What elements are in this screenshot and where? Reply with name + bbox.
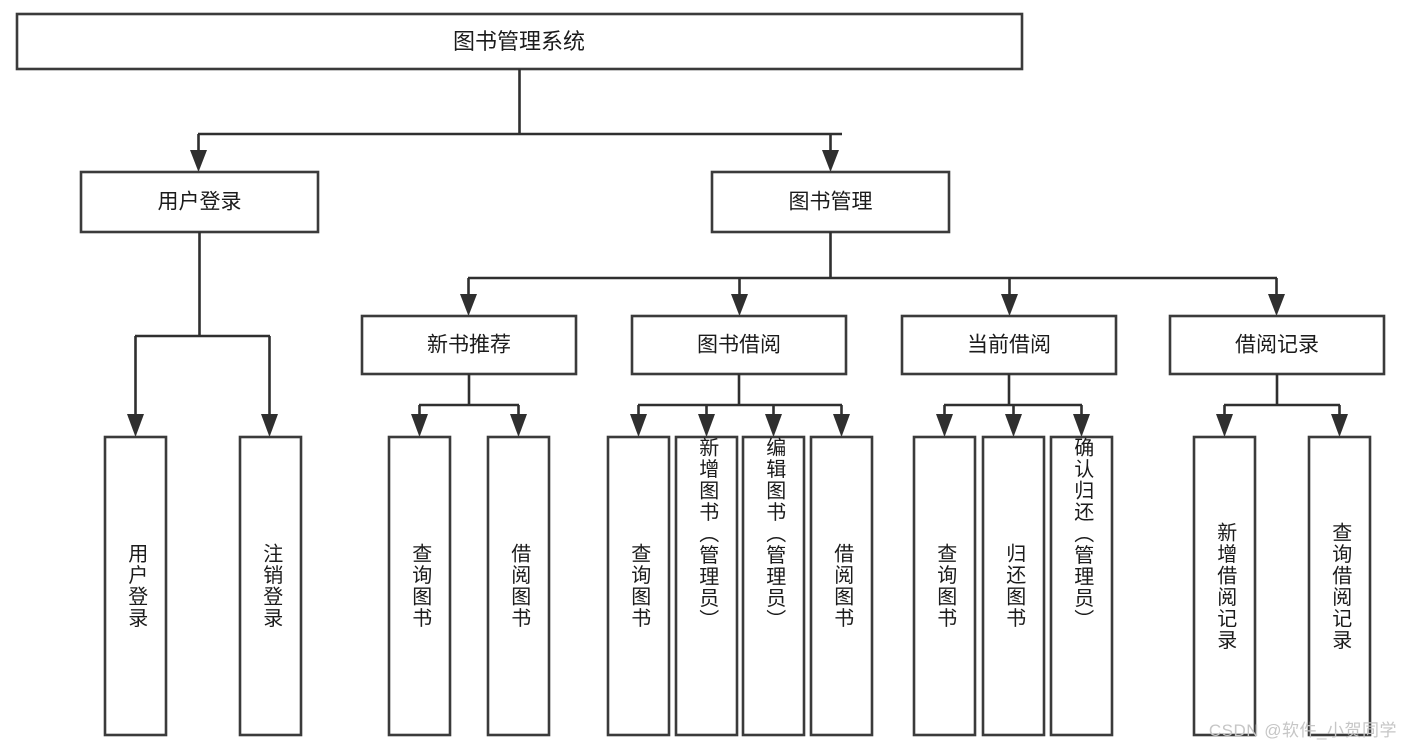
arrowhead-ul-leaf-1 [127,414,144,437]
leaf-box-bb-2[interactable] [674,435,739,737]
arrowhead-nbr-leaf-1 [411,414,428,437]
leaf-box-bb-3[interactable] [741,435,806,737]
node-root[interactable]: 图书管理系统 [15,12,1024,71]
arrowhead-bb-leaf-4 [833,414,850,437]
leaf-box-cb-2[interactable] [981,435,1046,737]
arrowhead-cb-leaf-1 [936,414,953,437]
node-book-borrow-box [630,314,848,376]
leaf-box-nbr-2[interactable] [486,435,551,737]
leaf-box-nbr-1[interactable] [387,435,452,737]
node-borrow-record[interactable]: 借阅记录 [1168,314,1386,376]
arrowhead-to-borrow-record [1268,294,1285,316]
arrowhead-cb-leaf-3 [1073,414,1090,437]
node-current-borrow[interactable]: 当前借阅 [900,314,1118,376]
node-current-borrow-label: 当前借阅 [967,334,1051,357]
node-book-management[interactable]: 图书管理 [710,170,951,234]
arrowhead-ul-leaf-2 [261,414,278,437]
leaf-box-user-login-1[interactable] [103,435,168,737]
arrowhead-bb-leaf-3 [765,414,782,437]
arrowhead-br-leaf-2 [1331,414,1348,437]
arrowhead-bb-leaf-2 [698,414,715,437]
csdn-watermark: CSDN @软件_小贺同学 [1208,721,1397,740]
leaf-box-br-1[interactable] [1192,435,1257,737]
node-book-borrow-label: 图书借阅 [697,334,781,357]
node-book-management-label: 图书管理 [789,191,873,214]
node-new-book-recommend[interactable]: 新书推荐 [360,314,578,376]
leaf-box-cb-3[interactable] [1049,435,1114,737]
node-current-borrow-box [900,314,1118,376]
leaf-box-cb-1[interactable] [912,435,977,737]
node-borrow-record-box [1168,314,1386,376]
node-root-box [15,12,1024,71]
node-user-login-label: 用户登录 [158,191,242,214]
leaf-box-user-login-2[interactable] [238,435,303,737]
arrowhead-nbr-leaf-2 [510,414,527,437]
node-new-book-recommend-box [360,314,578,376]
arrowhead-cb-leaf-2 [1005,414,1022,437]
arrowhead-to-new-book [460,294,477,316]
node-borrow-record-label: 借阅记录 [1235,334,1319,357]
arrowhead-bb-leaf-1 [630,414,647,437]
leaf-box-bb-4[interactable] [809,435,874,737]
node-user-login[interactable]: 用户登录 [79,170,320,234]
arrowhead-to-current-borrow [1001,294,1018,316]
leaf-box-br-2[interactable] [1307,435,1372,737]
arrowhead-br-leaf-1 [1216,414,1233,437]
node-book-management-box [710,170,951,234]
arrowhead-to-book-management [822,150,839,172]
node-new-book-recommend-label: 新书推荐 [427,334,511,357]
leaf-box-bb-1[interactable] [606,435,671,737]
node-book-borrow[interactable]: 图书借阅 [630,314,848,376]
arrowhead-to-book-borrow [731,294,748,316]
node-root-label: 图书管理系统 [453,29,585,54]
arrowhead-to-user-login [190,150,207,172]
